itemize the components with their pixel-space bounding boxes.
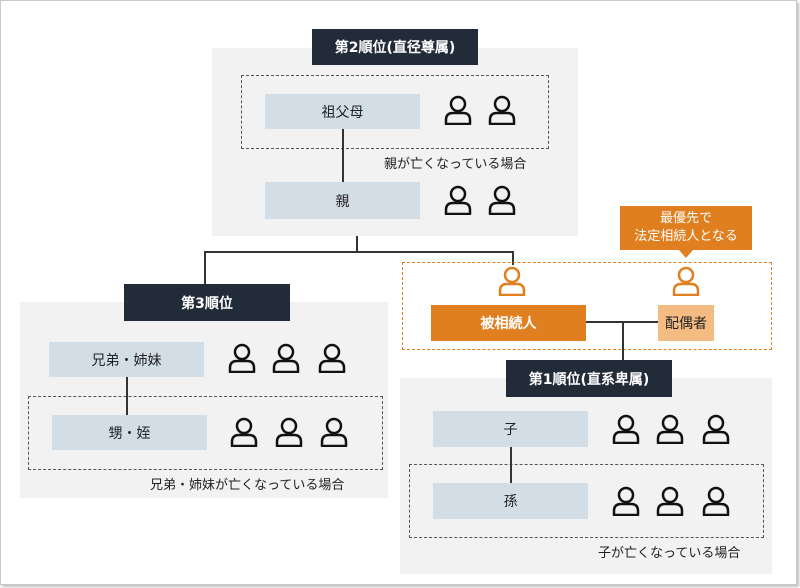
person-icon <box>272 343 300 373</box>
person-icon <box>230 417 258 447</box>
person-icon <box>672 266 700 296</box>
grandparents-parents-connector <box>342 129 344 182</box>
decedent-box: 被相続人 <box>431 305 586 341</box>
rank1-panel <box>400 378 772 574</box>
callout-line1: 最優先で <box>659 211 712 226</box>
grandchildren-box: 孫 <box>433 483 588 519</box>
spouse-box: 配偶者 <box>658 305 714 341</box>
rank3-drop-connector <box>204 251 206 284</box>
children-grandchildren-connector <box>510 447 512 483</box>
person-icon <box>320 417 348 447</box>
spouse-callout: 最優先で 法定相続人となる <box>620 206 752 258</box>
decedent-spouse-dashed-group <box>402 262 772 350</box>
person-icon <box>444 185 472 215</box>
person-icon <box>656 414 684 444</box>
person-icon <box>612 486 640 516</box>
rank1-note: 子が亡くなっている場合 <box>598 546 741 561</box>
person-icon <box>702 414 730 444</box>
rank2-title: 第2順位(直径尊属) <box>312 29 478 65</box>
grandchildren-dashed-group <box>409 464 764 538</box>
person-icon <box>275 417 303 447</box>
parents-box: 親 <box>265 182 420 219</box>
children-box: 子 <box>433 411 588 447</box>
rank2-note: 親が亡くなっている場合 <box>384 157 527 172</box>
person-icon <box>488 185 516 215</box>
nephews-box: 甥・姪 <box>52 415 207 450</box>
person-icon <box>488 95 516 125</box>
grandparents-box: 祖父母 <box>265 94 420 129</box>
person-icon <box>228 343 256 373</box>
rank3-note: 兄弟・姉妹が亡くなっている場合 <box>150 478 345 493</box>
nephews-dashed-group <box>28 396 383 470</box>
branch-horizontal-connector <box>204 251 514 253</box>
person-icon <box>656 486 684 516</box>
callout-line2: 法定相続人となる <box>634 229 738 244</box>
rank1-drop-connector <box>622 321 624 361</box>
grandparents-dashed-group <box>241 75 549 149</box>
rank3-panel <box>20 302 388 498</box>
person-icon <box>702 486 730 516</box>
rank2-down-connector <box>356 236 358 252</box>
person-icon <box>444 95 472 125</box>
rank1-title: 第1順位(直系卑属) <box>506 360 672 397</box>
person-icon <box>612 414 640 444</box>
decedent-drop-connector <box>512 251 514 265</box>
siblings-nephews-connector <box>126 377 128 415</box>
rank3-title: 第3順位 <box>124 284 290 321</box>
siblings-box: 兄弟・姉妹 <box>49 342 204 377</box>
person-icon <box>498 266 526 296</box>
person-icon <box>318 343 346 373</box>
